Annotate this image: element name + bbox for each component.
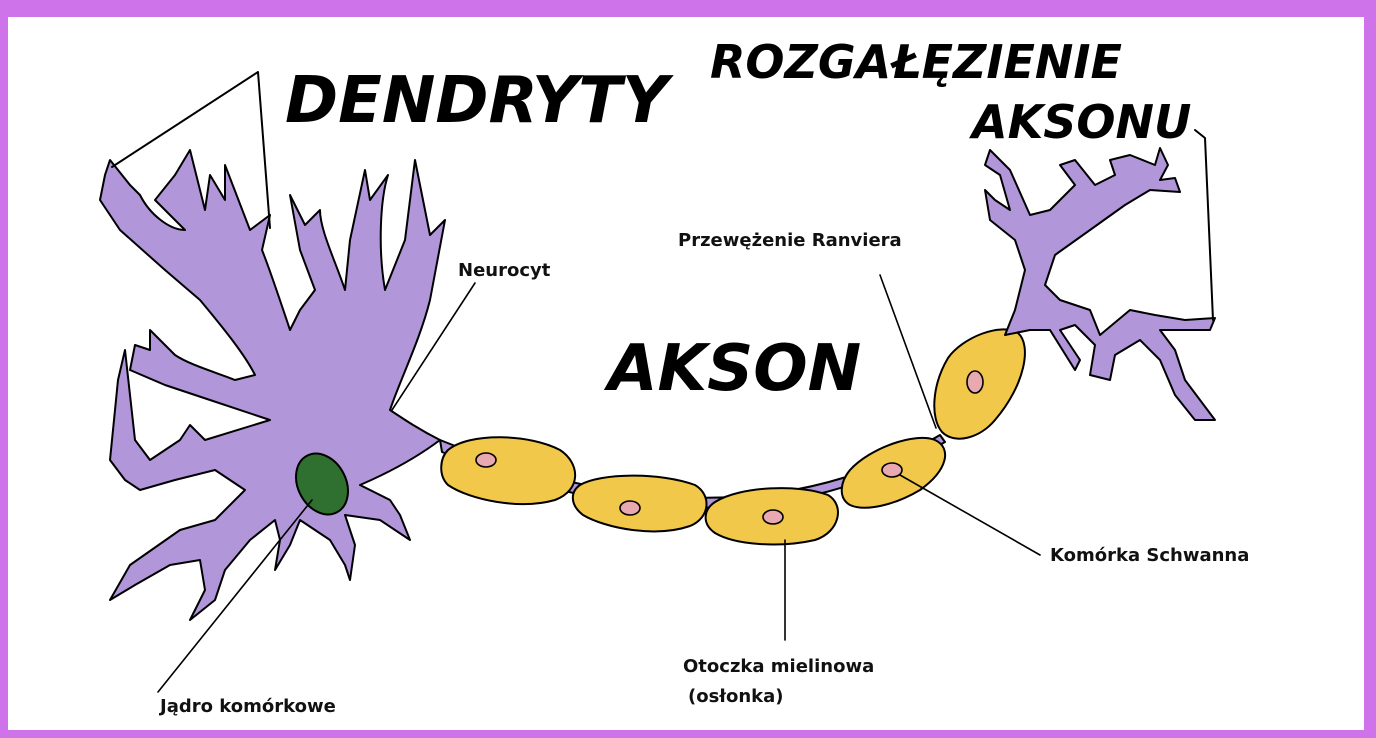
myelin-segment-1 — [441, 437, 575, 504]
schwann-nucleus-3 — [763, 510, 783, 524]
myelin-label-line1: Otoczka mielinowa — [683, 656, 874, 677]
schwann-nucleus-5 — [967, 371, 983, 393]
axon-branch-title-line2: AKSONU — [969, 95, 1191, 149]
ranvier-label: Przewężenie Ranviera — [678, 230, 902, 251]
myelin-label-line2: (osłonka) — [688, 686, 784, 707]
dendrites-title: DENDRYTY — [285, 64, 674, 138]
schwann-nucleus-4 — [882, 463, 902, 477]
axon-title: AKSON — [603, 332, 861, 406]
axon-branch-leader — [1195, 130, 1213, 320]
neurocyte-label: Neurocyt — [458, 260, 551, 281]
schwann-label: Komórka Schwanna — [1050, 545, 1249, 566]
schwann-nucleus-1 — [476, 453, 496, 467]
schwann-nucleus-2 — [620, 501, 640, 515]
myelin-segment-2 — [573, 476, 707, 532]
schwann-leader — [900, 475, 1040, 555]
axon-branch-title-line1: ROZGAŁĘZIENIE — [710, 35, 1122, 89]
ranvier-leader — [880, 275, 936, 428]
nucleus-label: Jądro komórkowe — [158, 696, 336, 717]
